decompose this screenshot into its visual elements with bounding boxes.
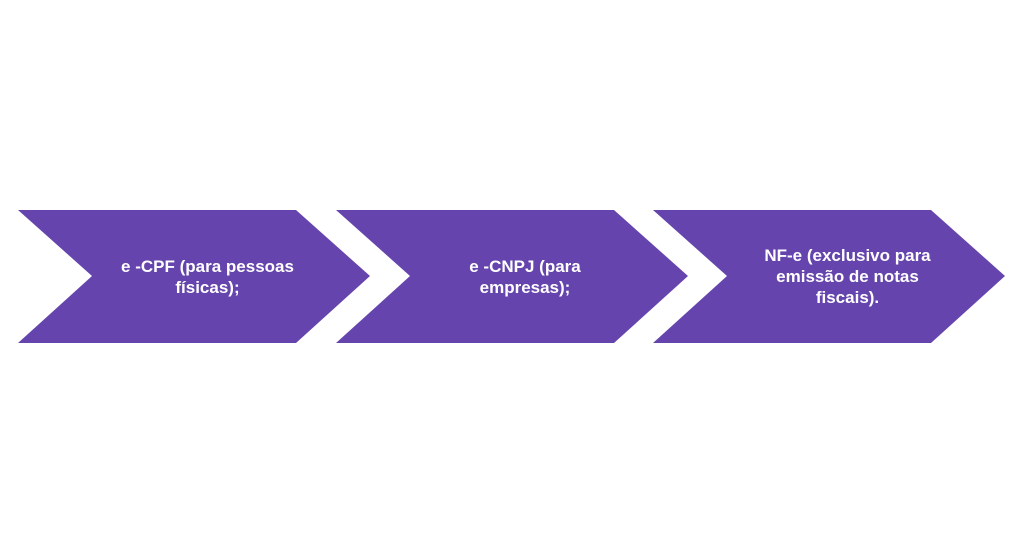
chevron-step-3 bbox=[653, 210, 1005, 343]
chevron-step-1 bbox=[18, 210, 370, 343]
step-2-label: e -CNPJ (para empresas); bbox=[469, 256, 581, 297]
step-3-label: NF-e (exclusivo para emissão de notas fi… bbox=[764, 246, 931, 307]
step-1-label: e -CPF (para pessoas físicas); bbox=[121, 256, 294, 297]
chevron-step-2 bbox=[336, 210, 688, 343]
